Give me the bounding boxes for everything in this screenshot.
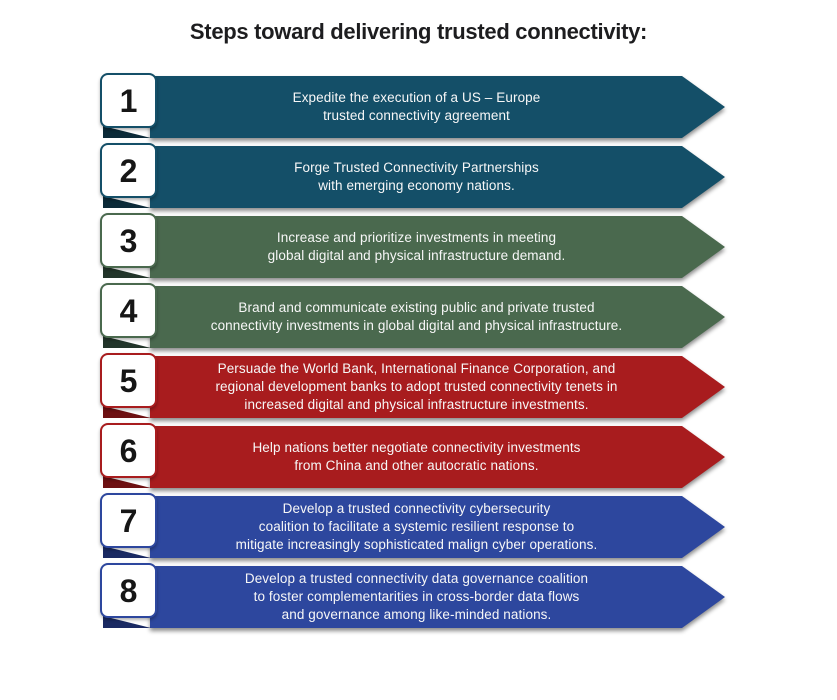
- page-title: Steps toward delivering trusted connecti…: [189, 19, 648, 44]
- step-number-box: 5: [100, 353, 157, 408]
- arrow-shape: Develop a trusted connectivity data gove…: [150, 566, 725, 628]
- step-number-box: 8: [100, 563, 157, 618]
- step-number: 4: [119, 292, 138, 329]
- steps-list: Expedite the execution of a US – Europe …: [0, 73, 837, 633]
- step-number-box: 2: [100, 143, 157, 198]
- arrow-shape: Increase and prioritize investments in m…: [150, 216, 725, 278]
- step-number-box: 4: [100, 283, 157, 338]
- step-arrow-banner: Expedite the execution of a US – Europe …: [150, 76, 725, 138]
- step-arrow-banner: Develop a trusted connectivity data gove…: [150, 566, 725, 628]
- step-text: Expedite the execution of a US – Europe …: [292, 90, 541, 123]
- arrow-shape: Help nations better negotiate connectivi…: [150, 426, 725, 488]
- step-number-box: 6: [100, 423, 157, 478]
- step-arrow-banner: Develop a trusted connectivity cybersecu…: [150, 496, 725, 558]
- step-arrow-banner: Help nations better negotiate connectivi…: [150, 426, 725, 488]
- step-text: Help nations better negotiate connectivi…: [252, 440, 581, 473]
- step-row-2: Forge Trusted Connectivity Partnerships …: [0, 143, 837, 213]
- arrow-shape: Persuade the World Bank, International F…: [150, 356, 725, 418]
- step-number: 6: [119, 432, 138, 469]
- step-text: Brand and communicate existing public an…: [210, 300, 623, 333]
- step-text: Forge Trusted Connectivity Partnerships …: [294, 160, 539, 193]
- step-row-4: Brand and communicate existing public an…: [0, 283, 837, 353]
- step-text: Develop a trusted connectivity cybersecu…: [235, 501, 598, 552]
- step-row-8: Develop a trusted connectivity data gove…: [0, 563, 837, 633]
- step-text: Increase and prioritize investments in m…: [267, 230, 566, 263]
- step-text: Persuade the World Bank, International F…: [215, 361, 618, 412]
- step-number: 8: [119, 572, 138, 609]
- step-row-6: Help nations better negotiate connectivi…: [0, 423, 837, 493]
- step-row-7: Develop a trusted connectivity cybersecu…: [0, 493, 837, 563]
- step-number-box: 1: [100, 73, 157, 128]
- arrow-shape: Develop a trusted connectivity cybersecu…: [150, 496, 725, 558]
- step-row-5: Persuade the World Bank, International F…: [0, 353, 837, 423]
- step-number-box: 7: [100, 493, 157, 548]
- step-number: 2: [119, 152, 138, 189]
- step-number: 1: [119, 82, 138, 119]
- arrow-shape: Forge Trusted Connectivity Partnerships …: [150, 146, 725, 208]
- step-arrow-banner: Brand and communicate existing public an…: [150, 286, 725, 348]
- step-number-box: 3: [100, 213, 157, 268]
- arrow-shape: Brand and communicate existing public an…: [150, 286, 725, 348]
- step-arrow-banner: Persuade the World Bank, International F…: [150, 356, 725, 418]
- step-number: 3: [119, 222, 138, 259]
- step-row-1: Expedite the execution of a US – Europe …: [0, 73, 837, 143]
- step-arrow-banner: Forge Trusted Connectivity Partnerships …: [150, 146, 725, 208]
- step-row-3: Increase and prioritize investments in m…: [0, 213, 837, 283]
- step-arrow-banner: Increase and prioritize investments in m…: [150, 216, 725, 278]
- arrow-shape: Expedite the execution of a US – Europe …: [150, 76, 725, 138]
- step-text: Develop a trusted connectivity data gove…: [244, 571, 589, 622]
- step-number: 5: [119, 362, 138, 399]
- step-number: 7: [119, 502, 138, 539]
